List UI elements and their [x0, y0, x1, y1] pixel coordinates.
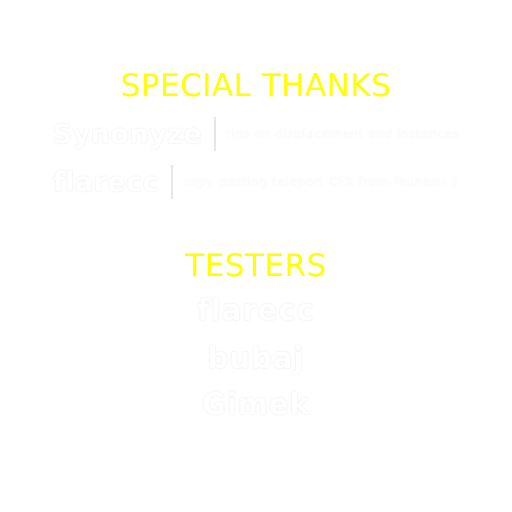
thanks-entry-description: copy-pasting teleport CFX from Tsunami 2 — [183, 175, 460, 189]
thanks-entry-divider — [214, 117, 217, 151]
thanks-entry: flarecc copy-pasting teleport CFX from T… — [0, 162, 512, 202]
thanks-entry-description: tips on displacement and instances — [226, 127, 460, 141]
thanks-entry-divider — [171, 165, 174, 199]
thanks-entry-name: flarecc — [52, 166, 160, 198]
thanks-entry: Synonyze tips on displacement and instan… — [0, 114, 512, 154]
testers-heading: TESTERS — [185, 248, 327, 284]
tester-name: bubaj — [207, 341, 305, 375]
special-thanks-heading: SPECIAL THANKS — [120, 68, 392, 104]
tester-name: flarecc — [197, 293, 315, 327]
tester-name: Gimek — [202, 387, 310, 421]
thanks-entry-name: Synonyze — [52, 118, 203, 150]
